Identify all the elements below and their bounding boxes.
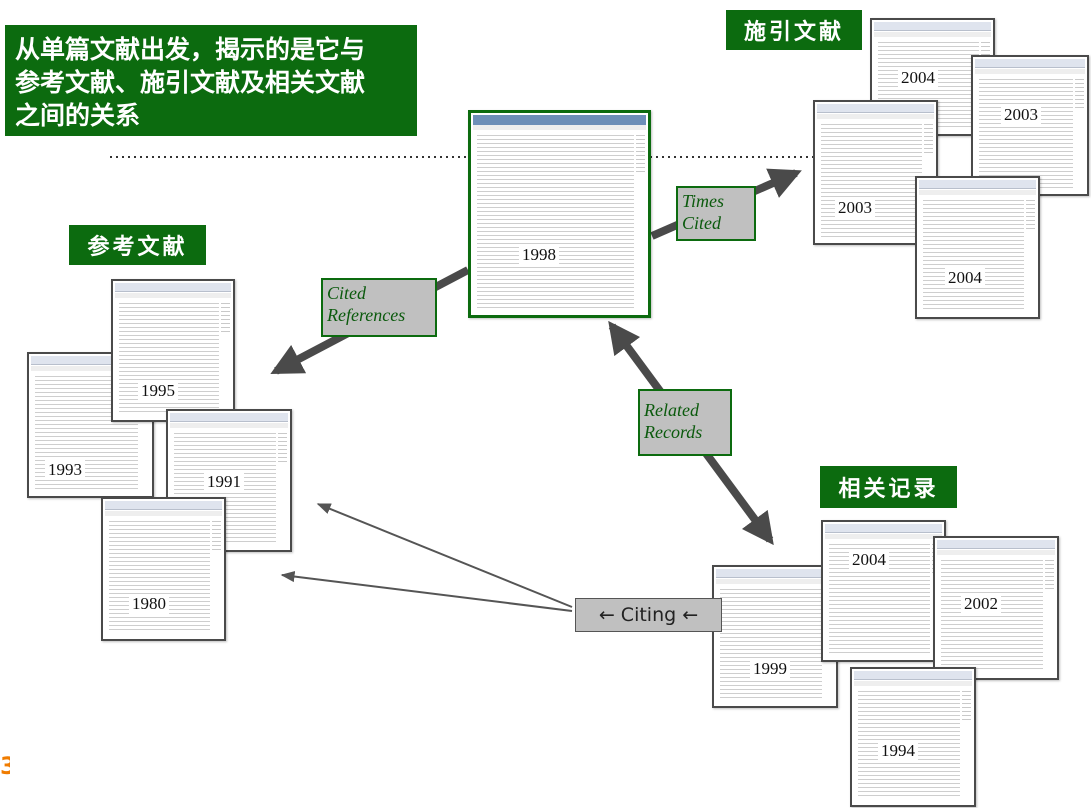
header-line-3: 之间的关系 xyxy=(15,101,141,130)
related-doc: 2004 xyxy=(821,520,946,662)
header-line-2: 参考文献、施引文献及相关文献 xyxy=(15,68,366,97)
label-times-cited-line-1: Times xyxy=(682,191,725,211)
citing-doc: 2003 xyxy=(813,100,938,245)
year-label: 1993 xyxy=(45,460,85,480)
label-related-records-line-1: Related xyxy=(644,400,699,420)
label-times-cited-line-2: Cited xyxy=(682,213,721,233)
label-citing: ← Citing ← xyxy=(575,598,722,632)
year-label: 1994 xyxy=(878,741,918,761)
citing-arrow-upper xyxy=(316,503,573,608)
label-cited-references: Cited References xyxy=(321,278,437,337)
year-label: 2004 xyxy=(898,68,938,88)
header-description: 从单篇文献出发，揭示的是它与 参考文献、施引文献及相关文献 之间的关系 xyxy=(5,25,417,136)
year-label: 2004 xyxy=(849,550,889,570)
label-related-records: Related Records xyxy=(638,389,732,456)
label-cited-references-line-2: References xyxy=(327,305,406,325)
reference-doc: 1995 xyxy=(111,279,235,422)
tag-related-records: 相关记录 xyxy=(820,466,957,508)
year-label: 1980 xyxy=(129,594,169,614)
reference-doc: 1980 xyxy=(101,497,226,641)
year-label: 1995 xyxy=(138,381,178,401)
related-doc: 2002 xyxy=(933,536,1059,680)
citing-doc: 2004 xyxy=(915,176,1040,319)
tag-references: 参考文献 xyxy=(69,225,206,265)
tag-citing-documents: 施引文献 xyxy=(726,10,862,50)
citing-arrow-lower xyxy=(280,570,573,612)
related-doc: 1994 xyxy=(850,667,976,807)
slide-number-fragment: 3 xyxy=(0,752,10,780)
year-label: 2004 xyxy=(945,268,985,288)
year-label: 1998 xyxy=(519,245,559,265)
year-label: 2003 xyxy=(835,198,875,218)
reference-doc: 1993 xyxy=(27,352,154,498)
label-related-records-line-2: Records xyxy=(644,422,703,442)
main-record-1998: 1998 xyxy=(468,110,651,318)
year-label: 2002 xyxy=(961,594,1001,614)
year-label: 1991 xyxy=(204,472,244,492)
year-label: 2003 xyxy=(1001,105,1041,125)
related-doc: 1999 xyxy=(712,565,838,708)
header-line-1: 从单篇文献出发，揭示的是它与 xyxy=(15,35,366,64)
label-cited-references-line-1: Cited xyxy=(327,283,366,303)
citing-doc: 2003 xyxy=(971,55,1089,196)
year-label: 1999 xyxy=(750,659,790,679)
label-times-cited: Times Cited xyxy=(676,186,756,241)
